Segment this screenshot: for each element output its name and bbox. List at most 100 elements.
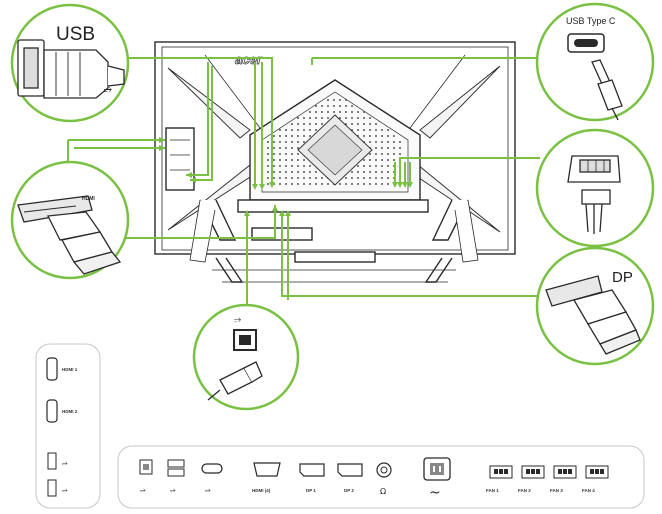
usb-callout: ⭌ USB — [10, 3, 130, 123]
vent-hole — [309, 117, 311, 119]
usb-b-cable-icon — [207, 361, 263, 401]
vent-hole — [357, 183, 359, 185]
vent-hole — [345, 117, 347, 119]
vent-hole — [393, 135, 395, 137]
usb-c-port-icon — [567, 33, 605, 53]
vent-hole — [399, 147, 401, 149]
vent-hole — [297, 159, 299, 161]
vent-hole — [351, 177, 353, 179]
vent-hole — [297, 171, 299, 173]
vent-hole — [363, 183, 365, 185]
vent-hole — [381, 159, 383, 161]
displayport-cable-icon — [545, 275, 641, 355]
vent-hole — [297, 153, 299, 155]
vent-hole — [387, 165, 389, 167]
vent-hole — [381, 183, 383, 185]
vent-hole — [375, 171, 377, 173]
vent-hole — [297, 135, 299, 137]
io-usb-c-port: ⭌ — [201, 463, 223, 494]
vent-hole — [297, 183, 299, 185]
vent-hole — [327, 183, 329, 185]
io-fan-port-2: FAN 2 — [518, 465, 545, 493]
vent-hole — [351, 111, 353, 113]
vent-hole — [351, 123, 353, 125]
svg-text:HDMI 2: HDMI 2 — [62, 409, 78, 414]
svg-text:⭌: ⭌ — [234, 315, 241, 325]
vent-hole — [291, 183, 293, 185]
vent-hole — [393, 147, 395, 149]
vent-hole — [273, 153, 275, 155]
vent-hole — [369, 141, 371, 143]
vent-hole — [315, 111, 317, 113]
vent-hole — [327, 99, 329, 101]
vent-hole — [339, 111, 341, 113]
vent-hole — [273, 171, 275, 173]
vent-hole — [345, 183, 347, 185]
svg-text:⭌: ⭌ — [205, 486, 211, 494]
connection-arrowheads — [159, 137, 413, 216]
vent-hole — [327, 111, 329, 113]
vent-hole — [309, 123, 311, 125]
vent-hole — [333, 105, 335, 107]
vent-hole — [285, 177, 287, 179]
vent-hole — [291, 171, 293, 173]
vent-hole — [267, 141, 269, 143]
vent-hole — [285, 141, 287, 143]
usb-c-cable-icon — [591, 59, 623, 121]
vent-hole — [381, 177, 383, 179]
vent-hole — [303, 165, 305, 167]
svg-text:FAN 4: FAN 4 — [582, 488, 595, 493]
vent-hole — [321, 111, 323, 113]
vent-hole — [315, 105, 317, 107]
vent-hole — [267, 153, 269, 155]
vent-hole — [399, 141, 401, 143]
vent-hole — [369, 159, 371, 161]
io-fan-port-4: FAN 4 — [582, 465, 609, 493]
vent-hole — [309, 183, 311, 185]
vent-hole — [279, 153, 281, 155]
vent-hole — [273, 177, 275, 179]
svg-text:FAN 3: FAN 3 — [550, 488, 563, 493]
usb-b-port-icon — [233, 329, 257, 351]
svg-text:HDMI 1: HDMI 1 — [62, 367, 78, 372]
vent-hole — [339, 183, 341, 185]
vent-hole — [345, 99, 347, 101]
vent-hole — [291, 165, 293, 167]
side-usb-port-1: ⭌ — [47, 452, 68, 470]
io-dp1-port: DP 1 — [299, 463, 325, 493]
vent-hole — [357, 129, 359, 131]
vent-hole — [315, 177, 317, 179]
vent-hole — [303, 141, 305, 143]
vent-hole — [297, 177, 299, 179]
vent-hole — [387, 147, 389, 149]
fan-connector-callout — [535, 128, 655, 248]
vent-hole — [381, 147, 383, 149]
vent-hole — [381, 135, 383, 137]
svg-text:⭌: ⭌ — [104, 84, 112, 95]
vent-hole — [297, 147, 299, 149]
vent-hole — [273, 159, 275, 161]
vent-hole — [291, 141, 293, 143]
vent-hole — [273, 135, 275, 137]
vent-hole — [267, 165, 269, 167]
vent-hole — [375, 177, 377, 179]
io-usb-a-port: ⭌ — [167, 459, 185, 494]
svg-text:⭌: ⭌ — [62, 459, 68, 467]
io-fan-port-1: FAN 1 — [486, 465, 513, 493]
vent-hole — [357, 111, 359, 113]
vent-hole — [267, 183, 269, 185]
vent-hole — [387, 171, 389, 173]
vent-hole — [327, 105, 329, 107]
vent-hole — [369, 153, 371, 155]
vent-hole — [321, 105, 323, 107]
connection-lines — [61, 57, 545, 312]
vent-hole — [285, 159, 287, 161]
hdmi-callout: HDMI — [10, 160, 130, 280]
vent-hole — [387, 159, 389, 161]
vent-hole — [387, 183, 389, 185]
vent-hole — [309, 111, 311, 113]
vent-hole — [309, 165, 311, 167]
vent-hole — [357, 123, 359, 125]
vent-hole — [309, 171, 311, 173]
vent-hole — [285, 171, 287, 173]
